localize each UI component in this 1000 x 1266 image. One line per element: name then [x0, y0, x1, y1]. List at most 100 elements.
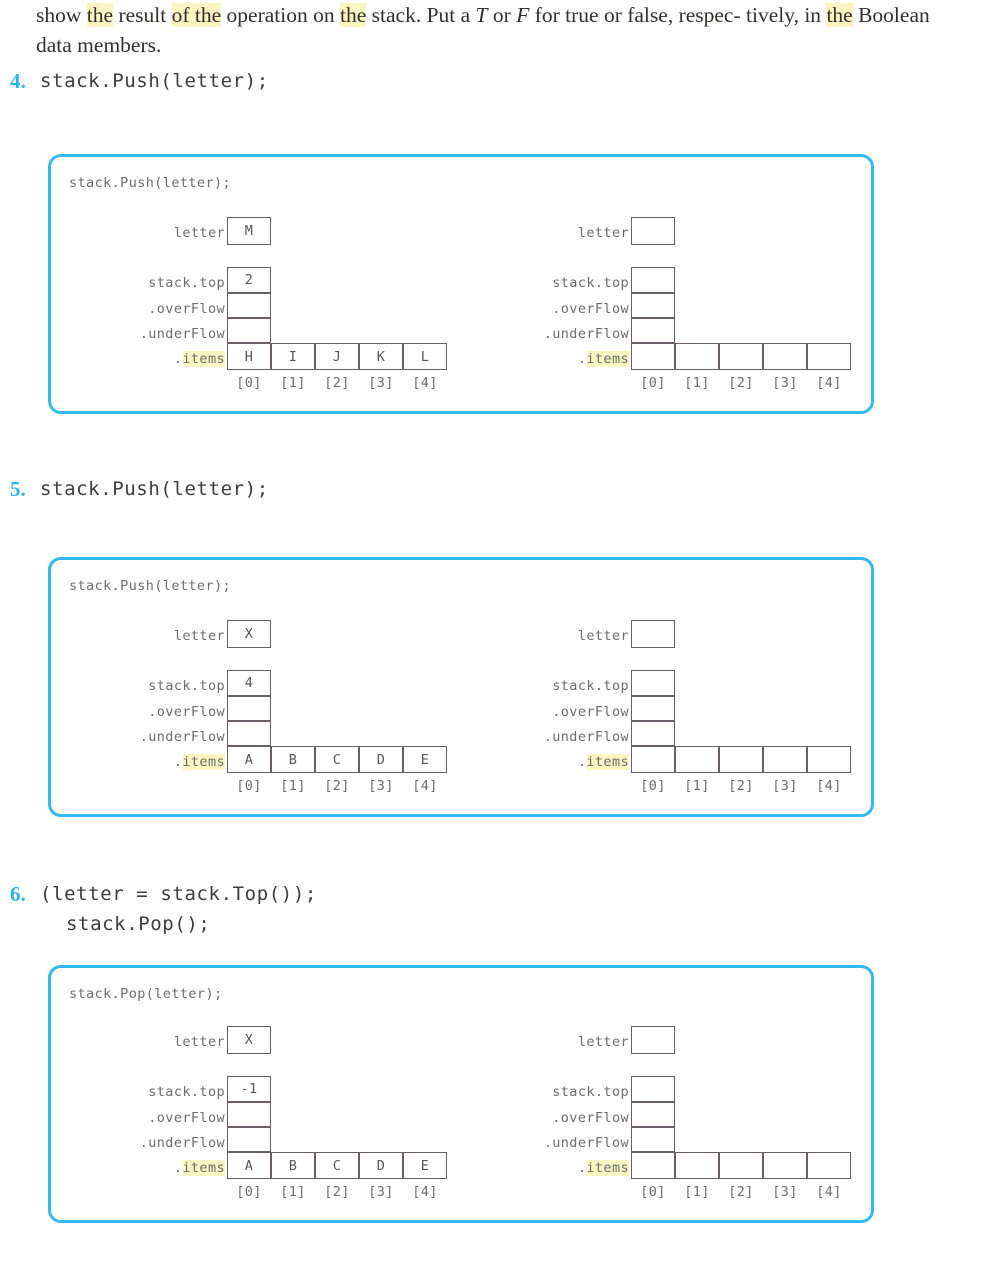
- index-label-6-right-4: [4]: [816, 1184, 842, 1200]
- label-overflow-5-left: .overFlow: [148, 704, 225, 720]
- label-letter-5-right: letter: [577, 628, 629, 644]
- items-cell-5-right-2[interactable]: [719, 746, 763, 773]
- index-label-5-right-3: [3]: [772, 778, 798, 794]
- index-label-5-left-1: [1]: [280, 778, 306, 794]
- letter-box-4-left[interactable]: M: [227, 217, 271, 245]
- letter-box-6-left[interactable]: X: [227, 1026, 271, 1054]
- index-label-4-right-0: [0]: [640, 375, 666, 391]
- label-letter-4-left: letter: [173, 225, 225, 241]
- items-cell-5-right-4[interactable]: [807, 746, 851, 773]
- items-cell-6-right-4[interactable]: [807, 1152, 851, 1179]
- items-cell-5-right-0[interactable]: [631, 746, 675, 773]
- items-cell-4-right-4[interactable]: [807, 343, 851, 370]
- items-cell-6-right-3[interactable]: [763, 1152, 807, 1179]
- overflow-box-4-left[interactable]: [227, 293, 271, 318]
- underflow-box-5-left[interactable]: [227, 721, 271, 746]
- top-box-4-left[interactable]: 2: [227, 267, 271, 293]
- index-label-6-left-4: [4]: [412, 1184, 438, 1200]
- items-cell-6-left-4[interactable]: E: [403, 1152, 447, 1179]
- letter-box-5-right[interactable]: [631, 620, 675, 648]
- items-label-word: items: [182, 754, 225, 770]
- exercise-item-6-heading: 6. (letter = stack.Top());stack.Pop();: [10, 879, 317, 939]
- items-cell-4-left-3[interactable]: K: [359, 343, 403, 370]
- underflow-box-4-right[interactable]: [631, 318, 675, 343]
- underflow-box-6-right[interactable]: [631, 1127, 675, 1152]
- label-underflow-4-left: .underFlow: [139, 326, 225, 342]
- items-cell-6-left-3[interactable]: D: [359, 1152, 403, 1179]
- label-underflow-6-left: .underFlow: [139, 1135, 225, 1151]
- items-cell-4-right-2[interactable]: [719, 343, 763, 370]
- index-label-4-right-3: [3]: [772, 375, 798, 391]
- items-cell-6-right-1[interactable]: [675, 1152, 719, 1179]
- label-stack-top-6-right: stack.top: [552, 1084, 629, 1100]
- index-label-4-left-0: [0]: [236, 375, 262, 391]
- index-label-4-left-3: [3]: [368, 375, 394, 391]
- items-cell-4-right-3[interactable]: [763, 343, 807, 370]
- intro-highlight-1: the: [86, 3, 114, 27]
- top-box-4-right[interactable]: [631, 267, 675, 293]
- stack-diagram-panel-5: stack.Push(letter); letter X stack.top 4…: [48, 557, 874, 817]
- index-label-6-right-3: [3]: [772, 1184, 798, 1200]
- index-label-4-right-1: [1]: [684, 375, 710, 391]
- items-label-word: items: [586, 754, 629, 770]
- top-box-5-right[interactable]: [631, 670, 675, 696]
- items-cell-6-left-1[interactable]: B: [271, 1152, 315, 1179]
- intro-paragraph: show the result of the operation on the …: [36, 0, 966, 60]
- items-cell-6-right-2[interactable]: [719, 1152, 763, 1179]
- label-letter-5-left: letter: [173, 628, 225, 644]
- overflow-box-6-right[interactable]: [631, 1102, 675, 1127]
- items-cell-5-left-2[interactable]: C: [315, 746, 359, 773]
- underflow-box-6-left[interactable]: [227, 1127, 271, 1152]
- index-label-4-right-4: [4]: [816, 375, 842, 391]
- items-label-dot: .: [577, 351, 587, 367]
- items-cell-6-right-0[interactable]: [631, 1152, 675, 1179]
- top-box-6-left[interactable]: -1: [227, 1076, 271, 1102]
- index-label-5-right-0: [0]: [640, 778, 666, 794]
- stack-diagram-panel-6: stack.Pop(letter); letter X stack.top -1…: [48, 965, 874, 1223]
- items-cell-5-left-3[interactable]: D: [359, 746, 403, 773]
- index-label-5-right-4: [4]: [816, 778, 842, 794]
- underflow-box-5-right[interactable]: [631, 721, 675, 746]
- underflow-box-4-left[interactable]: [227, 318, 271, 343]
- items-label-word: items: [586, 351, 629, 367]
- label-items-6-right: .items: [578, 1160, 629, 1176]
- items-cell-5-left-0[interactable]: A: [227, 746, 271, 773]
- items-cell-4-left-1[interactable]: I: [271, 343, 315, 370]
- items-cell-4-right-0[interactable]: [631, 343, 675, 370]
- items-cell-5-right-3[interactable]: [763, 746, 807, 773]
- item-number-4: 4.: [10, 69, 26, 93]
- items-cell-6-left-2[interactable]: C: [315, 1152, 359, 1179]
- items-cell-4-left-2[interactable]: J: [315, 343, 359, 370]
- label-underflow-5-left: .underFlow: [139, 729, 225, 745]
- overflow-box-6-left[interactable]: [227, 1102, 271, 1127]
- letter-box-4-right[interactable]: [631, 217, 675, 245]
- items-label-dot: .: [577, 1160, 587, 1176]
- top-box-6-right[interactable]: [631, 1076, 675, 1102]
- intro-text-3: operation on: [221, 3, 340, 27]
- items-label-dot: .: [173, 351, 183, 367]
- intro-text-1: show: [36, 3, 87, 27]
- index-label-5-left-4: [4]: [412, 778, 438, 794]
- letter-box-6-right[interactable]: [631, 1026, 675, 1054]
- overflow-box-5-left[interactable]: [227, 696, 271, 721]
- overflow-box-4-right[interactable]: [631, 293, 675, 318]
- letter-box-5-left[interactable]: X: [227, 620, 271, 648]
- exercise-item-5-heading: 5. stack.Push(letter);: [10, 474, 269, 504]
- label-letter-6-left: letter: [173, 1034, 225, 1050]
- items-cell-5-left-1[interactable]: B: [271, 746, 315, 773]
- index-label-4-left-2: [2]: [324, 375, 350, 391]
- items-cell-4-right-1[interactable]: [675, 343, 719, 370]
- items-cell-4-left-0[interactable]: H: [227, 343, 271, 370]
- items-cell-6-left-0[interactable]: A: [227, 1152, 271, 1179]
- items-cell-5-left-4[interactable]: E: [403, 746, 447, 773]
- top-box-5-left[interactable]: 4: [227, 670, 271, 696]
- intro-text-2: result: [113, 3, 172, 27]
- items-cell-4-left-4[interactable]: L: [403, 343, 447, 370]
- panel-caption-4: stack.Push(letter);: [69, 175, 232, 191]
- intro-highlight-2: of the: [171, 3, 222, 27]
- index-label-6-right-2: [2]: [728, 1184, 754, 1200]
- intro-highlight-4: the: [826, 3, 853, 27]
- overflow-box-5-right[interactable]: [631, 696, 675, 721]
- items-cell-5-right-1[interactable]: [675, 746, 719, 773]
- label-letter-4-right: letter: [577, 225, 629, 241]
